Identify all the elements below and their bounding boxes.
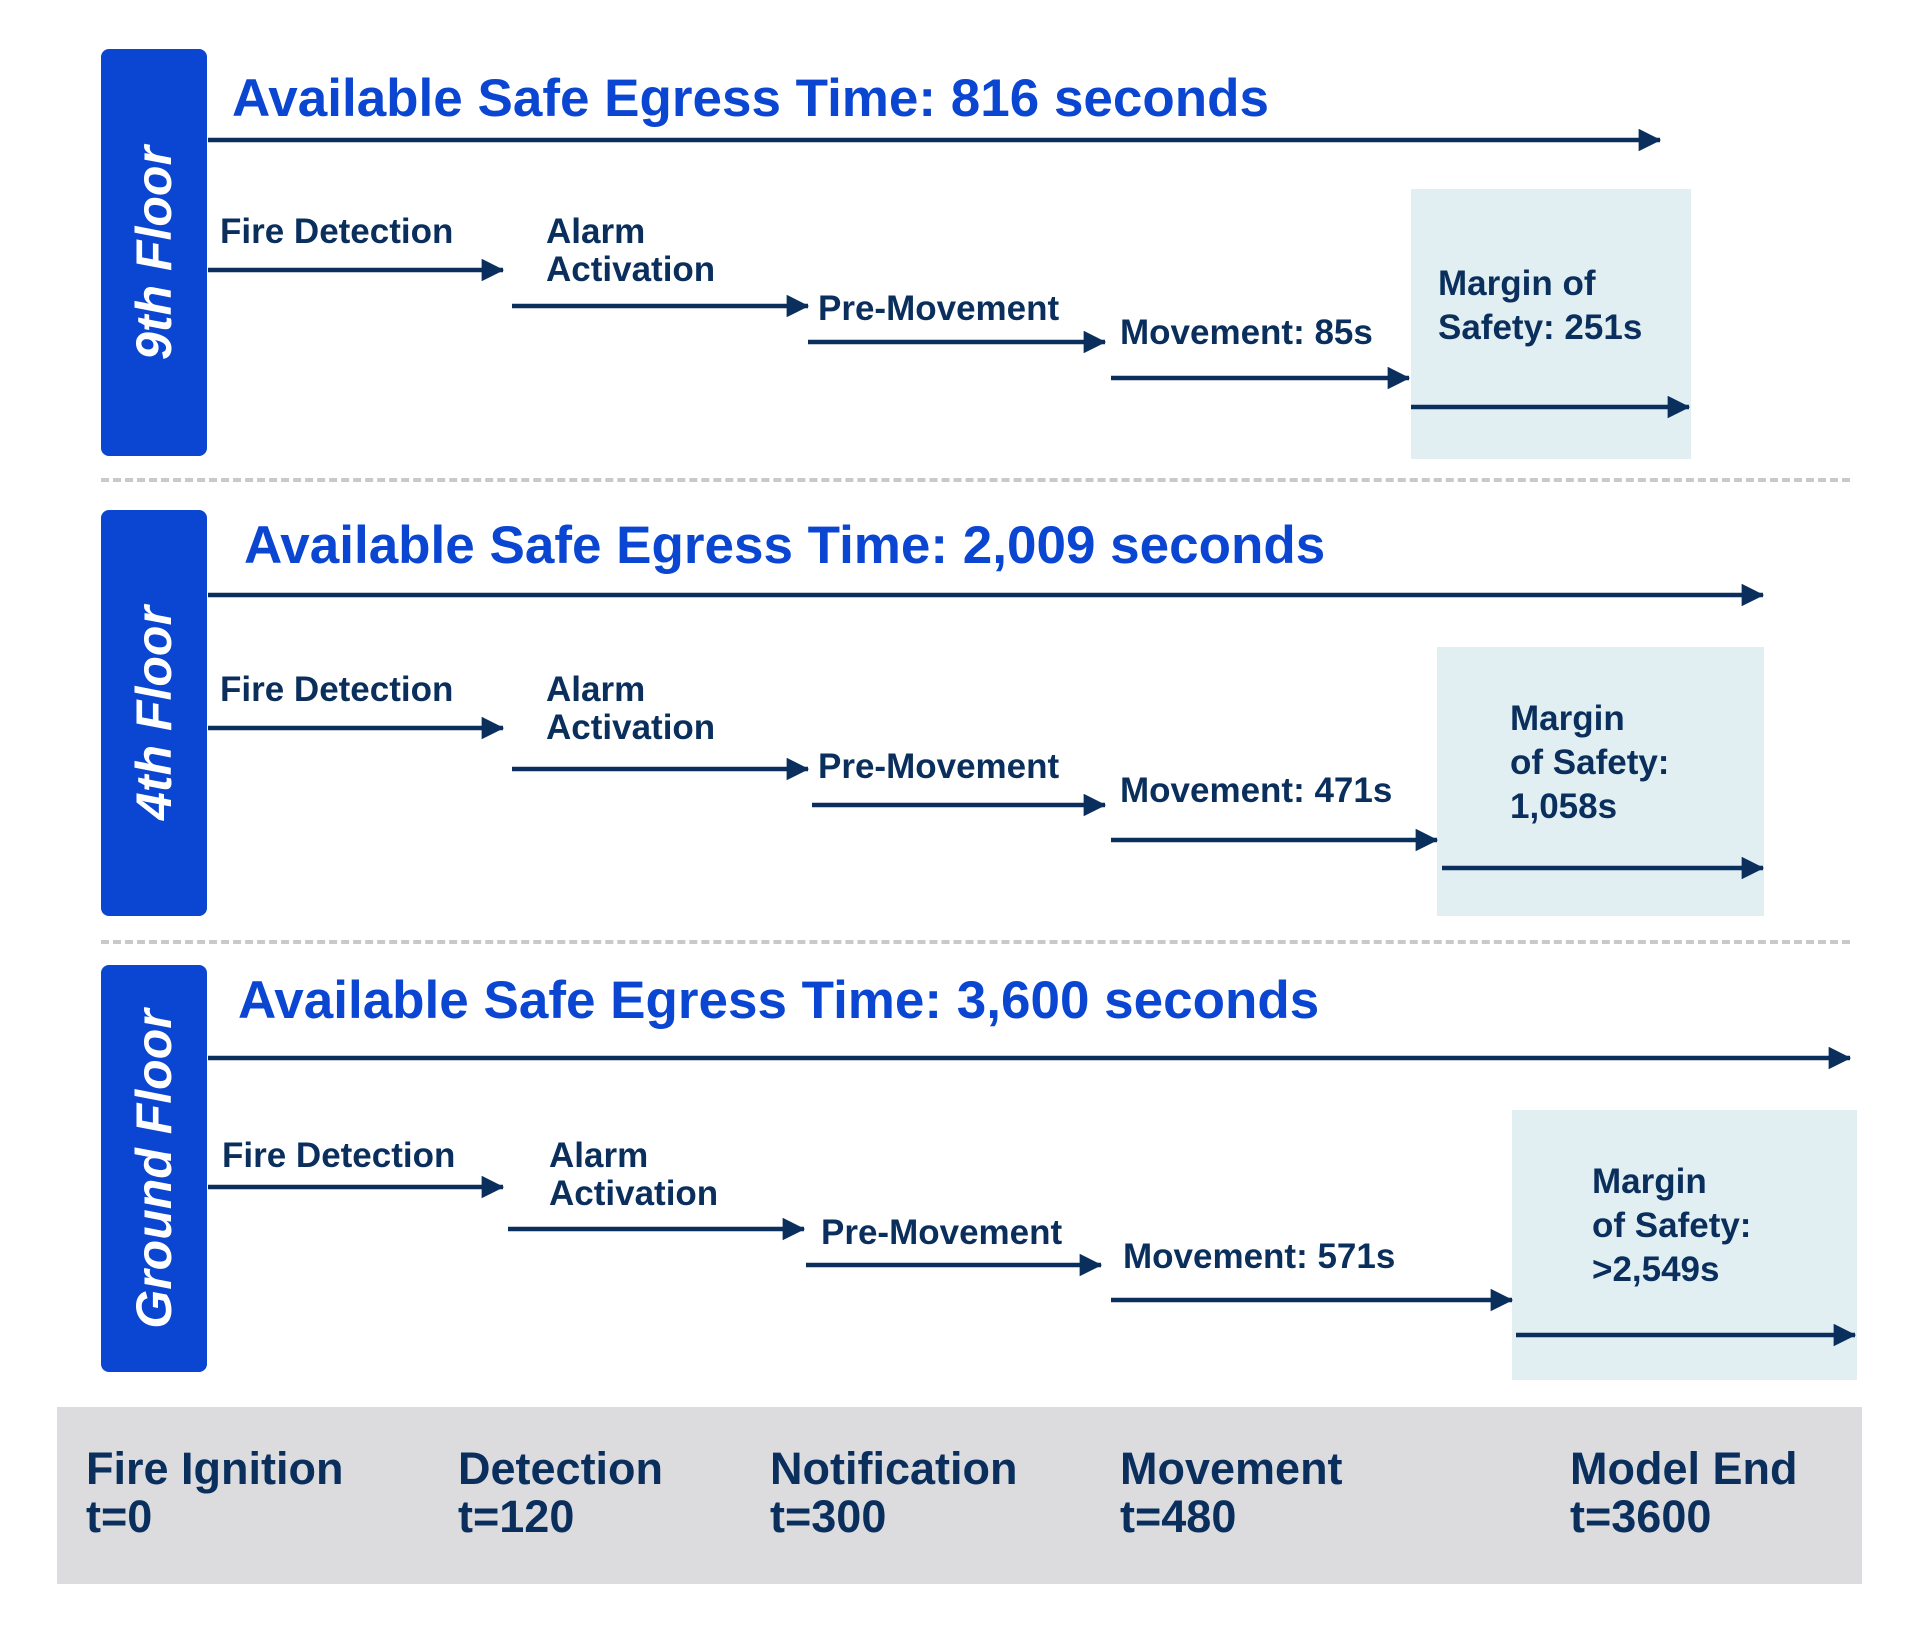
margin-line: Safety: 251s bbox=[1438, 308, 1643, 347]
margin-line: >2,549s bbox=[1592, 1250, 1720, 1289]
margin-text: Margin of Safety: >2,549s bbox=[1592, 1160, 1751, 1292]
alarm-label-line1: Alarm bbox=[549, 1136, 649, 1175]
floor-tab-4th: 4th Floor bbox=[101, 510, 207, 916]
margin-line: of Safety: bbox=[1510, 743, 1670, 782]
floor-tab-ground: Ground Floor bbox=[101, 965, 207, 1372]
timeline-time: t=480 bbox=[1120, 1491, 1237, 1542]
pre-movement-label: Pre-Movement bbox=[818, 747, 1060, 786]
fire-detection-label: Fire Detection bbox=[222, 1136, 456, 1175]
floor-tab-9th: 9th Floor bbox=[101, 49, 207, 456]
timeline-item-movement: Movement t=480 bbox=[1120, 1445, 1343, 1541]
margin-line: 1,058s bbox=[1510, 787, 1618, 826]
alarm-label-line2: Activation bbox=[549, 1174, 719, 1213]
timeline-event: Fire Ignition bbox=[86, 1443, 344, 1494]
timeline-event: Detection bbox=[458, 1443, 664, 1494]
margin-line: Margin of bbox=[1438, 264, 1596, 303]
timeline-time: t=0 bbox=[86, 1491, 153, 1542]
timeline-event: Model End bbox=[1570, 1443, 1798, 1494]
timeline-time: t=300 bbox=[770, 1491, 887, 1542]
aset-title-4th: Available Safe Egress Time: 2,009 second… bbox=[244, 516, 1326, 575]
margin-text: Margin of Safety: 251s bbox=[1438, 262, 1642, 350]
aset-title-ground: Available Safe Egress Time: 3,600 second… bbox=[238, 971, 1320, 1030]
margin-line: Margin bbox=[1510, 699, 1625, 738]
timeline-time: t=3600 bbox=[1570, 1491, 1712, 1542]
margin-text: Margin of Safety: 1,058s bbox=[1510, 697, 1669, 829]
alarm-label-line1: Alarm bbox=[546, 212, 646, 251]
fire-detection-label: Fire Detection bbox=[220, 670, 454, 709]
timeline-time: t=120 bbox=[458, 1491, 575, 1542]
timeline-item-model-end: Model End t=3600 bbox=[1570, 1445, 1797, 1541]
alarm-label-line2: Activation bbox=[546, 708, 716, 747]
timeline-bar bbox=[57, 1407, 1862, 1584]
aset-title-9th: Available Safe Egress Time: 816 seconds bbox=[232, 69, 1269, 128]
margin-of-safety-box: Margin of Safety: 1,058s bbox=[1437, 647, 1764, 916]
movement-label: Movement: 471s bbox=[1120, 771, 1393, 810]
margin-line: Margin bbox=[1592, 1162, 1707, 1201]
timeline-event: Notification bbox=[770, 1443, 1018, 1494]
margin-line: of Safety: bbox=[1592, 1206, 1752, 1245]
movement-label: Movement: 571s bbox=[1123, 1237, 1396, 1276]
movement-label: Movement: 85s bbox=[1120, 313, 1373, 352]
alarm-label-line2: Activation bbox=[546, 250, 716, 289]
section-divider bbox=[101, 940, 1850, 944]
timeline-event: Movement bbox=[1120, 1443, 1343, 1494]
margin-of-safety-box: Margin of Safety: 251s bbox=[1411, 189, 1691, 459]
section-divider bbox=[101, 478, 1850, 482]
timeline-item-fire-ignition: Fire Ignition t=0 bbox=[86, 1445, 343, 1541]
timeline-item-detection: Detection t=120 bbox=[458, 1445, 663, 1541]
fire-detection-label: Fire Detection bbox=[220, 212, 454, 251]
pre-movement-label: Pre-Movement bbox=[818, 289, 1060, 328]
pre-movement-label: Pre-Movement bbox=[821, 1213, 1063, 1252]
timeline-item-notification: Notification t=300 bbox=[770, 1445, 1017, 1541]
alarm-label-line1: Alarm bbox=[546, 670, 646, 709]
